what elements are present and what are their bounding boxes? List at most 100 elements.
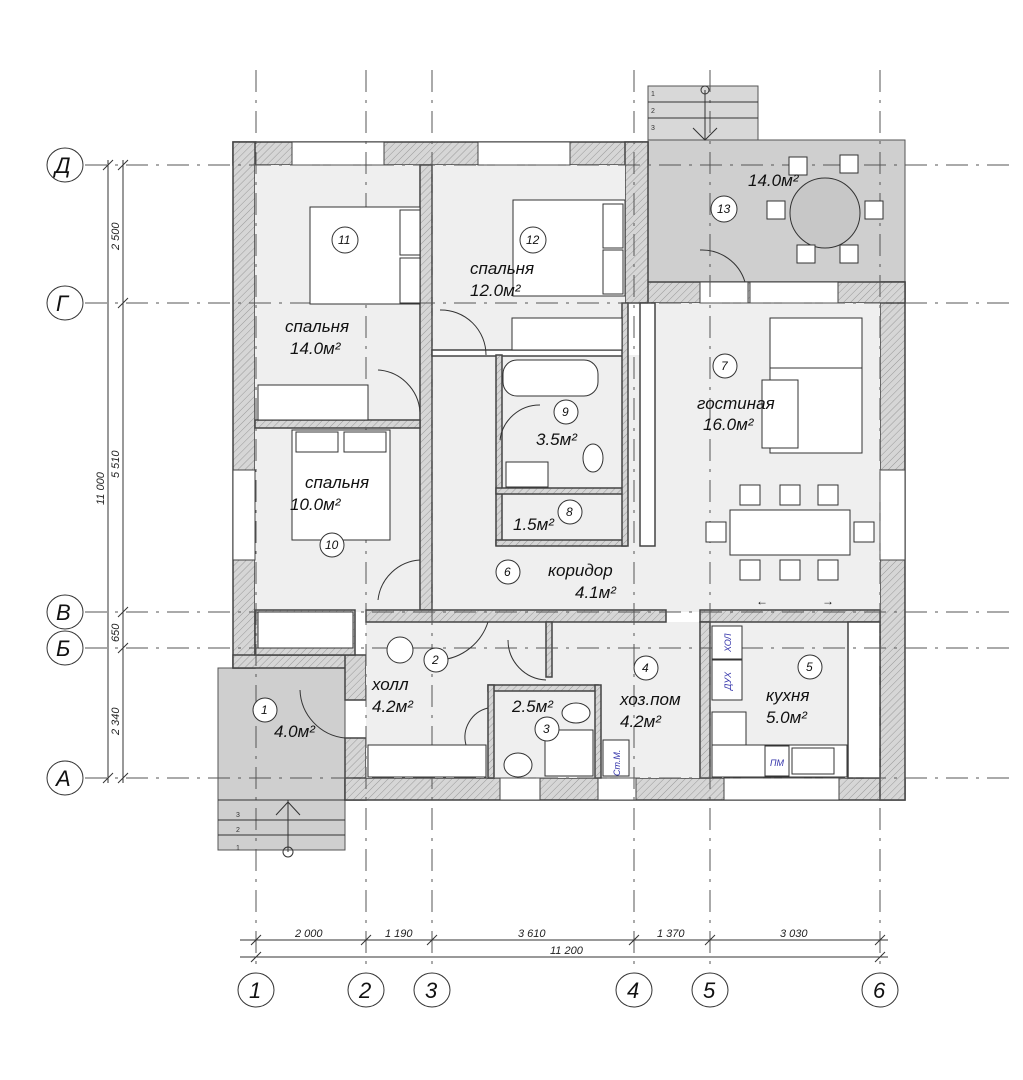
label: холл bbox=[371, 675, 409, 694]
stair-step: 1 bbox=[236, 845, 240, 852]
kitchen-sink bbox=[791, 747, 835, 775]
label: 4 bbox=[642, 661, 649, 675]
axis-A: А bbox=[46, 760, 84, 796]
label: 5 bbox=[806, 660, 813, 674]
bath-sink bbox=[505, 461, 549, 488]
label: 7 bbox=[721, 359, 729, 373]
label: В bbox=[56, 600, 71, 625]
label: 4.2м² bbox=[620, 712, 662, 731]
dim-left: 2 500 bbox=[110, 222, 122, 251]
axis-1: 1 bbox=[237, 972, 275, 1008]
dim-bottom: 3 610 bbox=[518, 928, 546, 940]
room-5: 5 кухня 5.0м² bbox=[766, 654, 823, 727]
label: Б bbox=[56, 636, 70, 661]
label: 10 bbox=[325, 538, 339, 552]
axis-V: В bbox=[46, 594, 84, 630]
label: 14.0м² bbox=[748, 171, 800, 190]
furniture bbox=[257, 154, 884, 778]
wardrobe-12 bbox=[511, 317, 623, 351]
wc-sink bbox=[503, 752, 533, 778]
label: спальня bbox=[305, 473, 369, 492]
label: 1.5м² bbox=[513, 515, 555, 534]
wardrobe-10 bbox=[257, 611, 354, 649]
terrace-stairs bbox=[647, 85, 759, 141]
oven bbox=[711, 659, 743, 701]
arrow-left: ← bbox=[756, 594, 768, 608]
washer-label: Ст.М. bbox=[612, 750, 622, 776]
room-7: 7 гостиная 16.0м² bbox=[697, 353, 775, 434]
axis-5: 5 bbox=[691, 972, 729, 1008]
room-labels: 1 4.0м² 2 холл 4.2м² 3 2.5м² 4 хоз.пом4.2… bbox=[252, 171, 823, 742]
wardrobe-11 bbox=[257, 384, 369, 421]
room-13: 13 14.0м² bbox=[710, 171, 800, 223]
dim-left: 2 340 bbox=[110, 707, 122, 736]
label: 1 bbox=[249, 978, 261, 1003]
room-8: 8 1.5м² bbox=[513, 499, 583, 534]
toilet-3 bbox=[561, 702, 591, 724]
label: 11 bbox=[338, 233, 350, 247]
label: 2 bbox=[431, 653, 439, 667]
interior-walls bbox=[254, 164, 881, 779]
label: 3 bbox=[543, 722, 550, 736]
label: 5.0м² bbox=[766, 708, 808, 727]
axis-2: 2 bbox=[347, 972, 385, 1008]
label: коридор bbox=[548, 561, 613, 580]
windows bbox=[232, 141, 906, 801]
dim-bottom: 3 030 bbox=[780, 928, 808, 940]
axis-B: Б bbox=[46, 630, 84, 666]
label: 14.0м² bbox=[290, 339, 342, 358]
fridge bbox=[711, 625, 743, 660]
label: 2 bbox=[358, 978, 371, 1003]
axis-3: 3 bbox=[413, 972, 451, 1008]
label: Д bbox=[52, 153, 71, 178]
stair-step: 3 bbox=[651, 125, 655, 132]
label: А bbox=[54, 766, 71, 791]
label: 2.5м² bbox=[511, 697, 554, 716]
dim-bottom-total: 11 200 bbox=[550, 945, 584, 957]
wardrobe-hall bbox=[367, 744, 487, 778]
grid-lines bbox=[85, 70, 1010, 968]
room-9: 9 3.5м² bbox=[536, 399, 579, 449]
stair-step: 2 bbox=[651, 108, 655, 115]
stair-step: 1 bbox=[651, 91, 655, 98]
room-1: 1 4.0м² bbox=[252, 697, 316, 741]
dishwasher bbox=[764, 745, 790, 777]
label: 6 bbox=[504, 565, 511, 579]
axis-D: Д bbox=[46, 147, 84, 183]
toilet-9 bbox=[582, 443, 604, 473]
axis-G: Г bbox=[46, 285, 84, 321]
stairs: 1 2 3 1 2 3 bbox=[218, 85, 758, 858]
round-table bbox=[789, 177, 861, 249]
room-2: 2 холл 4.2м² bbox=[371, 647, 449, 716]
label: 4 bbox=[627, 978, 639, 1003]
label: гостиная bbox=[697, 394, 775, 413]
label: 16.0м² bbox=[703, 415, 755, 434]
dishwasher-label: ПМ bbox=[770, 758, 785, 768]
label: спальня bbox=[470, 259, 534, 278]
label: 9 bbox=[562, 405, 569, 419]
dim-bottom: 2 000 bbox=[294, 928, 323, 940]
coffee-table bbox=[761, 379, 799, 449]
label: 12.0м² bbox=[470, 281, 522, 300]
dining-table bbox=[729, 509, 851, 556]
label: кухня bbox=[766, 686, 809, 705]
dim-left: 5 510 bbox=[110, 450, 122, 478]
dim-left-total: 11 000 bbox=[95, 471, 107, 505]
label: 4.0м² bbox=[274, 722, 316, 741]
label: 8 bbox=[566, 505, 573, 519]
stair-step: 3 bbox=[236, 812, 240, 819]
label: 3 bbox=[425, 978, 438, 1003]
hall-round-table bbox=[386, 636, 414, 664]
label: 4.1м² bbox=[575, 583, 617, 602]
label: 10.0м² bbox=[290, 495, 342, 514]
label: 5 bbox=[703, 978, 716, 1003]
label: 4.2м² bbox=[372, 697, 414, 716]
label: 6 bbox=[873, 978, 886, 1003]
dim-bottom: 1 370 bbox=[657, 928, 685, 940]
oven-label: ДУХ bbox=[723, 671, 733, 691]
arrow-right: → bbox=[822, 594, 834, 608]
